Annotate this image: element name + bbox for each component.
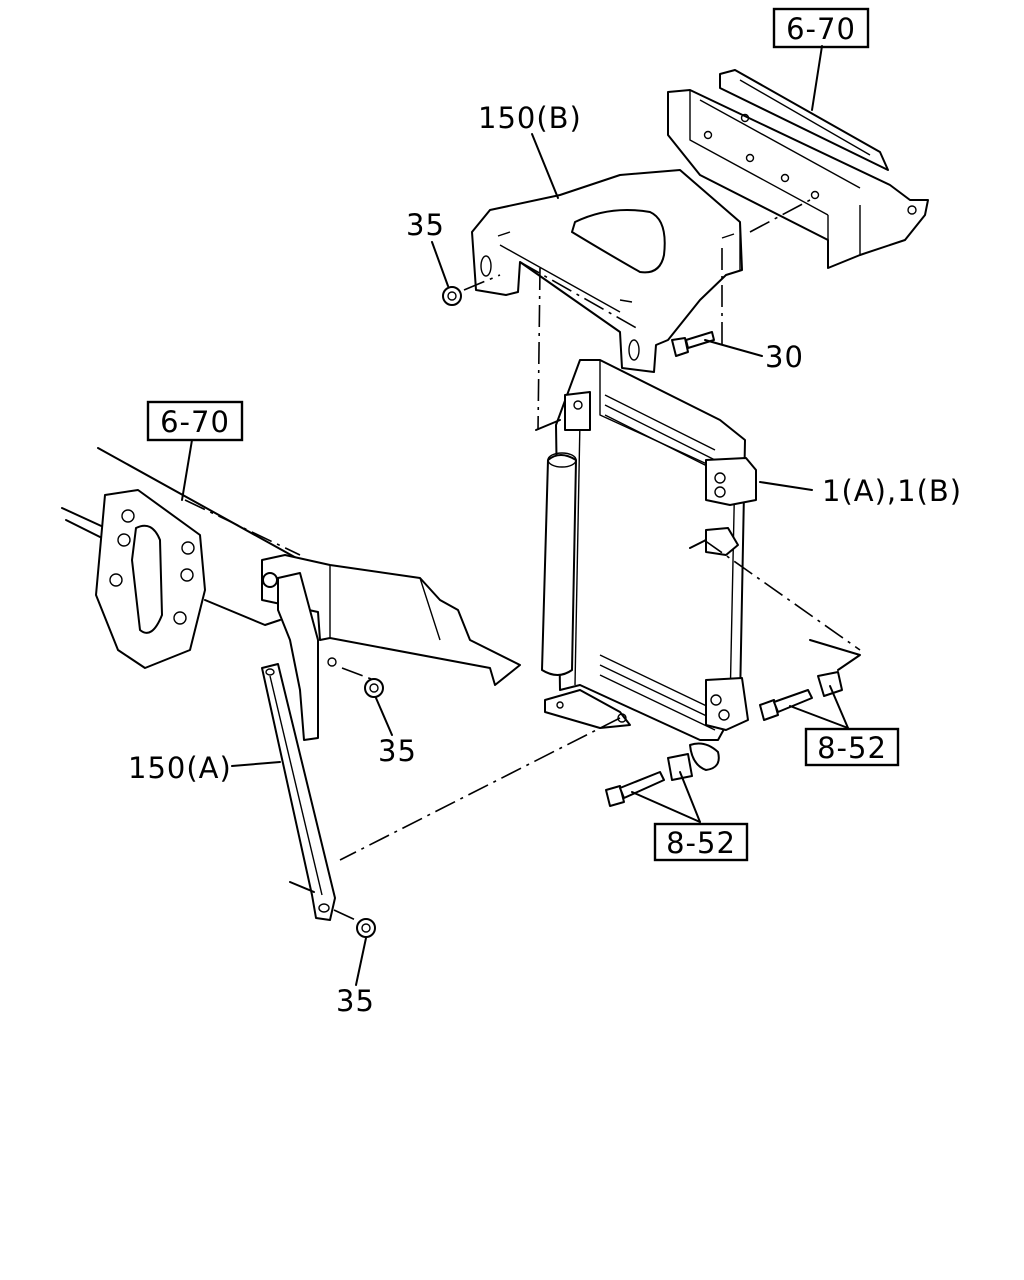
ref-box-right-lower [804,727,900,767]
bracket-150a [261,663,336,921]
callout-nut-upper: 35 [406,208,445,242]
callout-bolt-upper: 30 [765,340,804,374]
nut-upper [442,286,462,306]
callout-ref-top-right: 6-70 [786,12,856,46]
callout-bracket-150a: 150(A) [128,751,232,785]
callout-nut-middle: 35 [378,734,417,768]
callout-ref-bottom: 8-52 [666,826,736,860]
bolt-right [759,671,843,721]
ref-box-top-right [772,7,870,49]
assembly-lines [184,199,861,923]
callout-bracket-150b: 150(B) [478,101,582,135]
nut-middle [364,678,384,698]
bolt-upper [671,331,715,357]
ref-box-bottom [653,822,749,862]
bracket-150b [471,169,743,373]
callout-nut-bottom: 35 [336,984,375,1018]
frame-member-left [61,447,521,741]
callout-ref-right-lower: 8-52 [817,731,887,765]
callout-ref-left: 6-70 [160,405,230,439]
ref-box-left [146,400,244,442]
bolt-bottom [605,753,693,807]
leader-lines [181,45,849,986]
frame-member-top-right [667,69,929,269]
callout-condenser: 1(A),1(B) [822,474,962,508]
nut-bottom [356,918,376,938]
condenser [541,359,757,771]
